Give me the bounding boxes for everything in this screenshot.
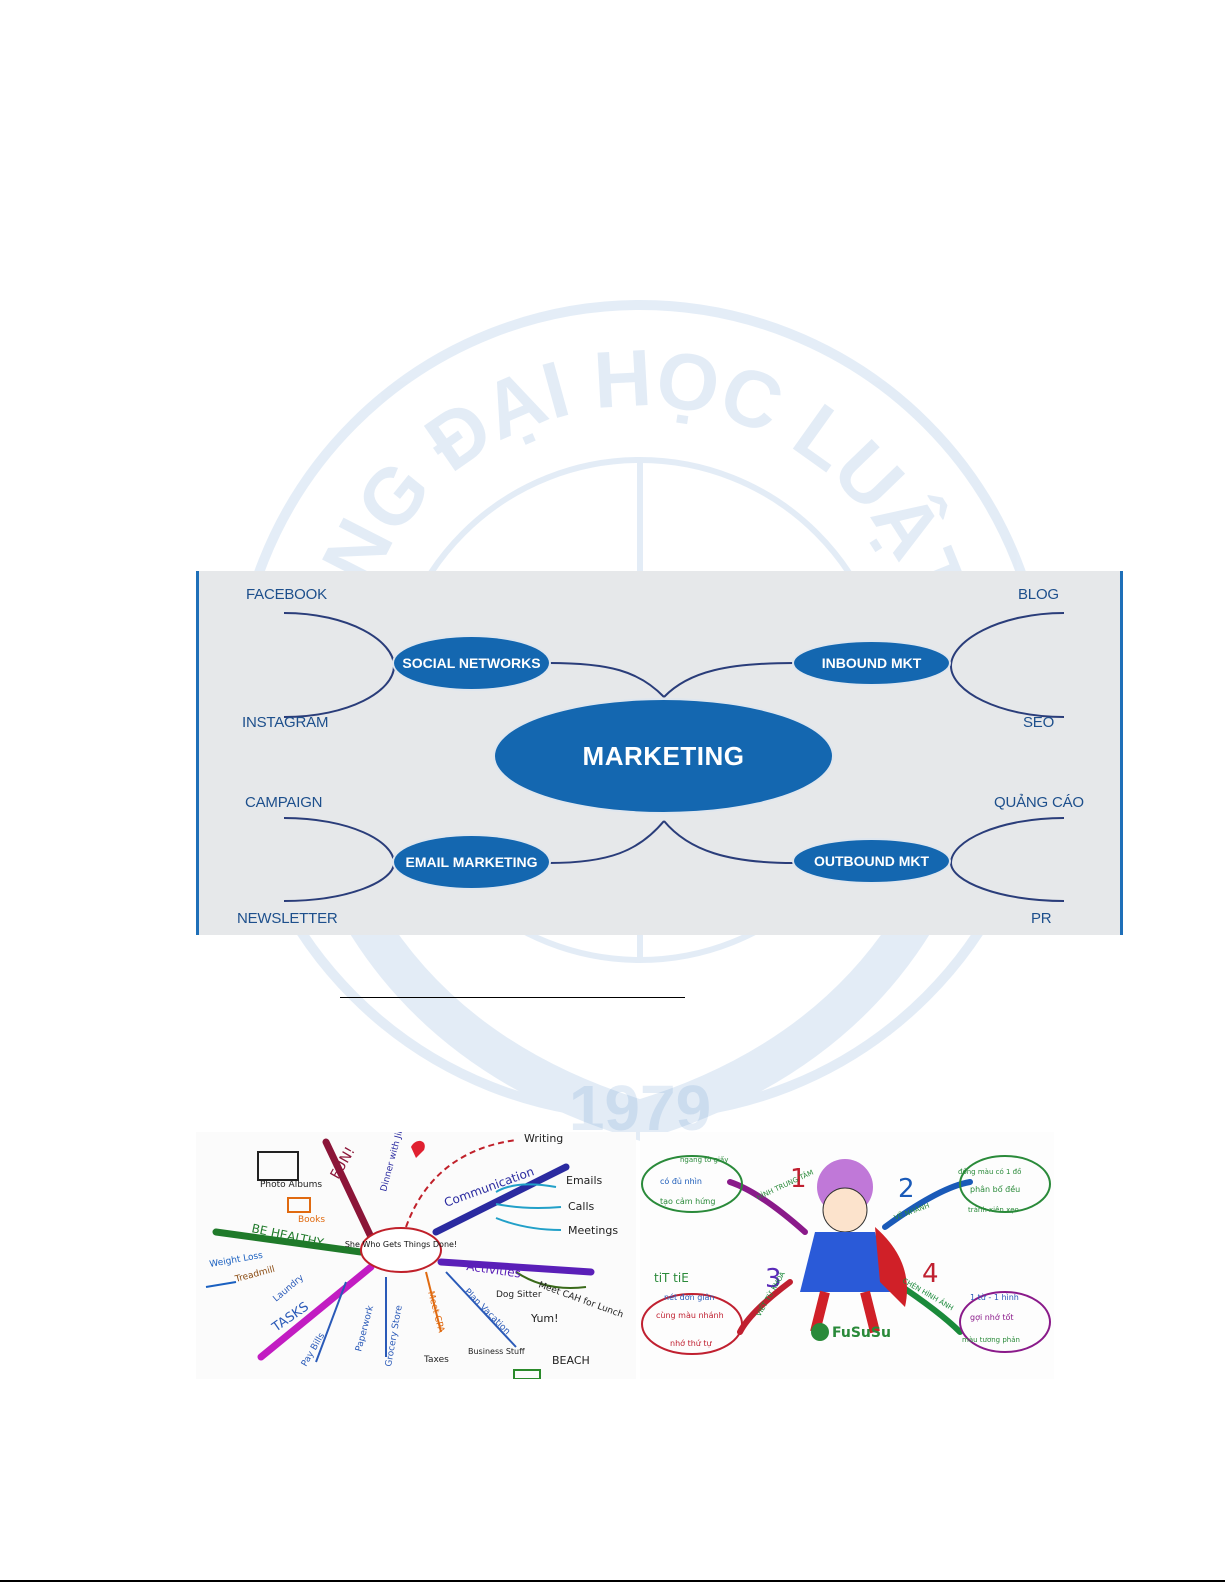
label-dog-sitter: Dog Sitter <box>496 1290 542 1300</box>
hero-body <box>800 1232 890 1292</box>
leaf-instagram: INSTAGRAM <box>242 714 329 731</box>
leaf-campaign: CAMPAIGN <box>245 794 323 811</box>
label-yum: Yum! <box>530 1312 559 1325</box>
label-treadmill: Treadmill <box>233 1265 276 1285</box>
label-mau-tuong-phan: màu tương phản <box>962 1336 1020 1344</box>
label-goi-nho-tot: gợi nhớ tốt <box>970 1312 1013 1322</box>
label-be-healthy: BE HEALTHY <box>250 1221 325 1250</box>
label-emails: Emails <box>566 1174 603 1187</box>
university-watermark: NG ĐẠI HỌC LUẬT H 1979 <box>210 290 1050 1144</box>
node-email-marketing: EMAIL MARKETING <box>394 836 549 888</box>
fususu-logo-icon <box>811 1323 829 1341</box>
label-photo-albums: Photo Albums <box>260 1180 322 1190</box>
label-pay-bills: Pay Bills <box>300 1331 327 1368</box>
label-tit: tiT tiE <box>654 1271 689 1285</box>
label-paperwork: Paperwork <box>354 1304 376 1353</box>
node-marketing-center: MARKETING <box>495 700 832 812</box>
fususu-mindmap-photo: FuSuSu 1 2 3 4 ngang tờ giấy có đủ nhìn … <box>640 1132 1054 1379</box>
node-outbound-mkt: OUTBOUND MKT <box>794 840 949 882</box>
heart-icon <box>411 1140 425 1158</box>
beach-hut-icon <box>513 1369 541 1379</box>
label-tao-cam-hung: tạo cảm hứng <box>660 1196 715 1207</box>
label-mot-tu-mot-hinh: 1 từ - 1 hình <box>970 1293 1019 1302</box>
node-inbound-mkt: INBOUND MKT <box>794 642 949 684</box>
label-weight-loss: Weight Loss <box>209 1251 264 1270</box>
leaf-facebook: FACEBOOK <box>246 586 327 603</box>
label-meet-cpa: Meet CPA <box>425 1290 446 1334</box>
handdrawn-mindmap-photo: She Who Gets Things Done! FUN! Photo Alb… <box>196 1132 636 1379</box>
hero-cape <box>875 1227 907 1307</box>
leaf-quang-cao: QUẢNG CÁO <box>994 794 1084 811</box>
label-net-don-gian: nét đơn giản <box>664 1292 715 1302</box>
label-laundry: Laundry <box>272 1273 307 1305</box>
label-meetings: Meetings <box>568 1224 618 1237</box>
number-1: 1 <box>790 1164 807 1194</box>
photo-album-icon <box>257 1151 299 1181</box>
underline-rule <box>340 997 685 998</box>
label-taxes: Taxes <box>423 1355 449 1365</box>
label-dong-mau: đồng màu có 1 đồ <box>958 1168 1021 1176</box>
books-icon <box>287 1197 311 1213</box>
label-beach: BEACH <box>552 1354 590 1367</box>
leaf-blog: BLOG <box>1018 586 1059 603</box>
number-4: 4 <box>922 1259 939 1289</box>
label-ngang: ngang tờ giấy <box>680 1156 728 1164</box>
marketing-mindmap: FACEBOOK INSTAGRAM BLOG SEO CAMPAIGN NEW… <box>196 571 1123 935</box>
label-tranh-xien-xeo: tránh xiên xẹo <box>968 1206 1019 1214</box>
label-cung-mau-nhanh: cùng màu nhánh <box>656 1311 724 1320</box>
label-dinner: Dinner with Jim <box>379 1132 406 1193</box>
brand-fususu: FuSuSu <box>832 1325 891 1341</box>
leaf-newsletter: NEWSLETTER <box>237 910 338 927</box>
label-calls: Calls <box>568 1200 595 1213</box>
node-social-networks: SOCIAL NETWORKS <box>394 637 549 689</box>
hero-face <box>822 1187 868 1233</box>
label-phan-bo-deu: phân bổ đều <box>970 1184 1020 1194</box>
center-label: She Who Gets Things Done! <box>345 1240 457 1249</box>
label-business-stuff: Business Stuff <box>468 1347 525 1356</box>
label-books: Books <box>298 1215 325 1225</box>
number-3: 3 <box>765 1264 782 1294</box>
label-writing: Writing <box>524 1132 563 1145</box>
number-2: 2 <box>898 1174 915 1204</box>
label-nho-thu-tu: nhớ thứ tự <box>670 1338 713 1349</box>
label-activities: Activities <box>466 1259 522 1280</box>
leaf-seo: SEO <box>1023 714 1055 731</box>
leaf-pr: PR <box>1031 910 1052 927</box>
mindmap-connectors <box>283 612 1065 902</box>
label-grocery: Grocery Store <box>384 1304 405 1367</box>
label-co-du-nhin: có đủ nhìn <box>660 1176 702 1186</box>
page-bottom-rule <box>0 1580 1225 1582</box>
